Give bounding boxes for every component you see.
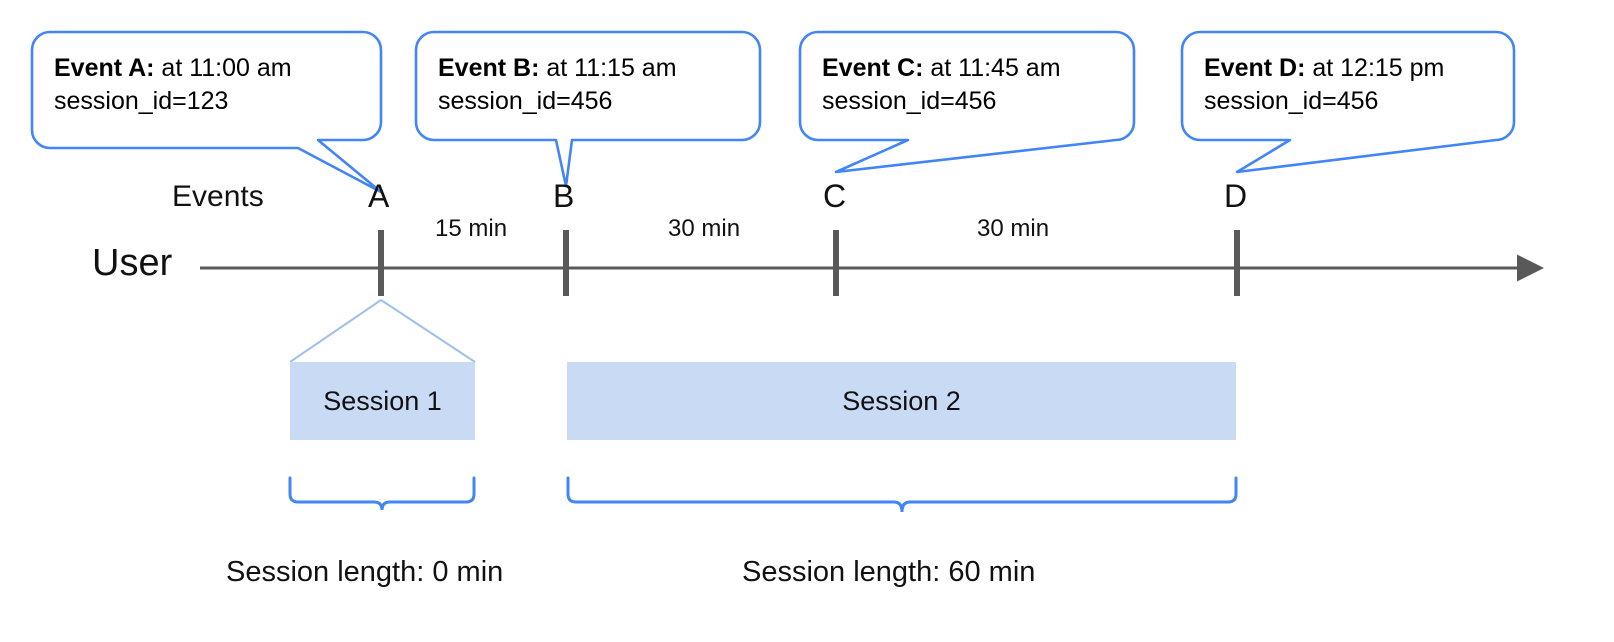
events-row-label: Events [172,180,264,213]
interval-label-bc: 30 min [668,215,741,242]
callout-d-text: Event D: at 12:15 pm session_id=456 [1204,52,1444,118]
callout-b-time: at 11:15 am [539,54,677,82]
session-1-length-label: Session length: 0 min [226,556,504,588]
callout-b-bold: Event B: [438,54,540,82]
callout-c-time: at 11:45 am [923,54,1061,82]
event-marker-a: A [368,178,390,214]
session-2-label: Session 2 [842,385,961,416]
callout-a-bubble [30,30,383,194]
session-1-bar[interactable]: Session 1 [290,362,475,440]
callout-a-bold: Event A: [54,54,155,82]
interval-label-ab: 15 min [435,215,508,242]
callout-b-text: Event B: at 11:15 am session_id=456 [438,52,677,118]
callout-a-text: Event A: at 11:00 am session_id=123 [54,52,292,118]
session-2-bar[interactable]: Session 2 [567,362,1236,440]
session2-brace [566,476,1238,513]
session-1-label: Session 1 [323,385,442,416]
callout-c-bold: Event C: [822,54,924,82]
callout-b-bubble [414,30,762,188]
session1-cone [289,299,476,363]
callout-d-time: at 12:15 pm [1305,54,1445,82]
callout-d-session: session_id=456 [1204,87,1379,115]
callout-c-session: session_id=456 [822,87,997,115]
interval-label-cd: 30 min [977,215,1050,242]
callout-a-time: at 11:00 am [154,54,292,82]
event-marker-c: C [823,178,847,214]
event-marker-b: B [553,178,575,214]
user-row-label: User [92,242,173,284]
callout-c-bubble [798,30,1136,174]
session1-brace [288,476,476,511]
callout-a-session: session_id=123 [54,87,229,115]
session-2-length-label: Session length: 60 min [742,556,1036,588]
callout-d-bubble [1180,30,1516,174]
callout-c-text: Event C: at 11:45 am session_id=456 [822,52,1061,118]
callout-d-bold: Event D: [1204,54,1306,82]
event-marker-d: D [1224,178,1248,214]
callout-b-session: session_id=456 [438,87,613,115]
